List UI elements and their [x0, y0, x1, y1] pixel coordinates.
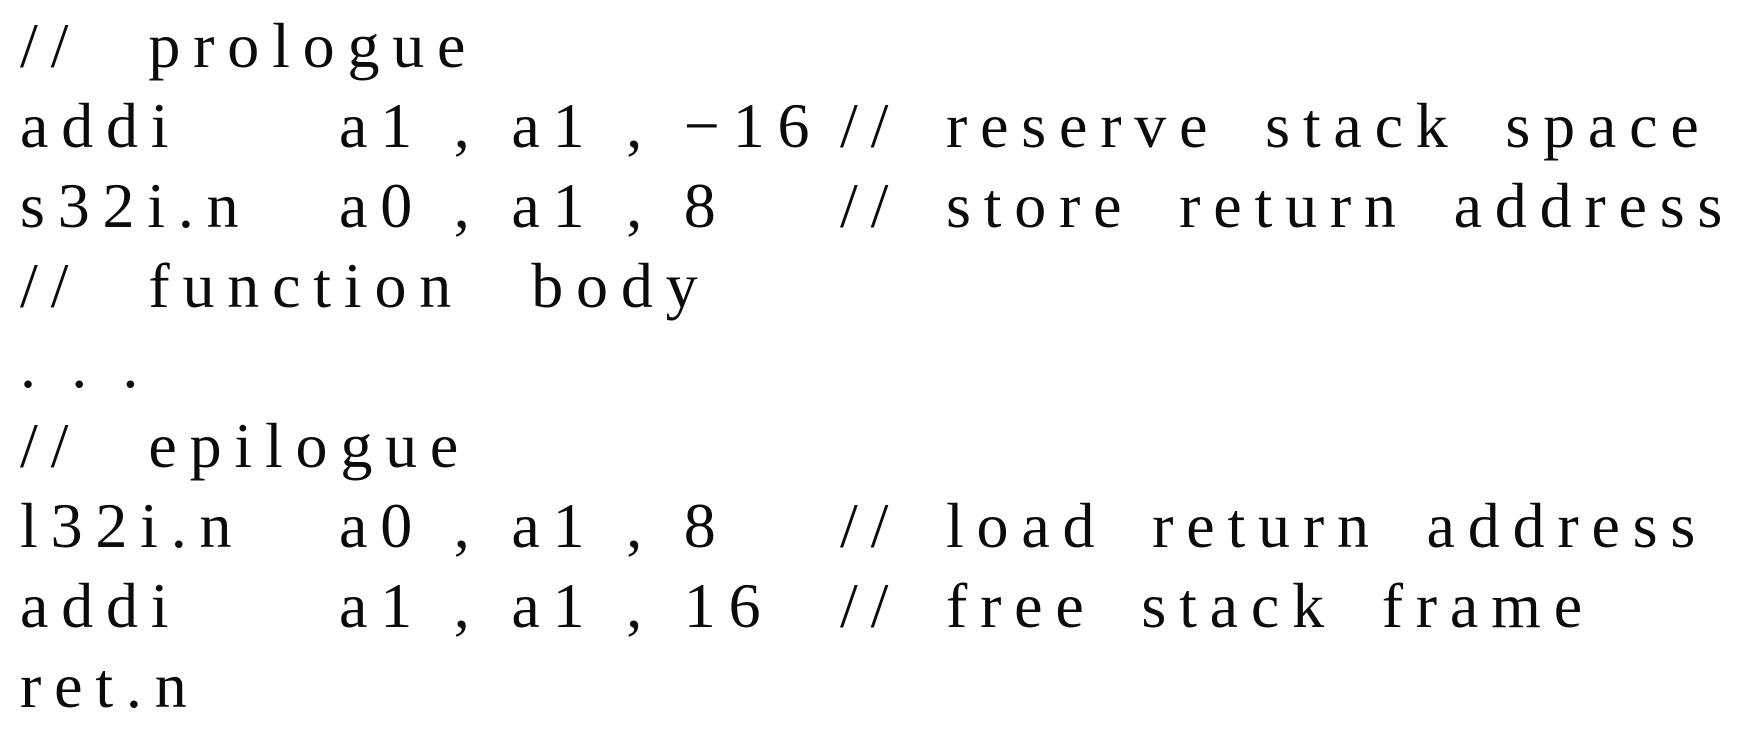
operands: a0 , a1 , 8 [339, 490, 729, 561]
code-line: // prologue [20, 6, 1748, 86]
opcode: addi [20, 570, 182, 641]
inline-comment: // store return address [840, 170, 1736, 241]
ellipsis-text: ... [20, 330, 174, 401]
opcode: ret.n [20, 650, 200, 721]
code-line: addi a1 , a1 , 16 // free stack frame [20, 566, 1748, 646]
opcode: s32i.n [20, 170, 252, 241]
opcode: l32i.n [20, 490, 245, 561]
comment-text: // epilogue [20, 410, 472, 481]
operands: a0 , a1 , 8 [339, 170, 729, 241]
code-line: // function body [20, 246, 1748, 326]
comment-text: // function body [20, 250, 711, 321]
opcode: addi [20, 90, 182, 161]
code-line: ret.n [20, 646, 1748, 726]
inline-comment: // load return address [840, 490, 1709, 561]
inline-comment: // reserve stack space [840, 90, 1712, 161]
inline-comment: // free stack frame [840, 570, 1595, 641]
operands: a1 , a1 , 16 [339, 570, 774, 641]
code-line: l32i.n a0 , a1 , 8 // load return addres… [20, 486, 1748, 566]
comment-text: // prologue [20, 10, 479, 81]
code-line: // epilogue [20, 406, 1748, 486]
code-line: s32i.n a0 , a1 , 8 // store return addre… [20, 166, 1748, 246]
code-line: ... [20, 326, 1748, 406]
operands: a1 , a1 , −16 [339, 90, 823, 161]
code-line: addi a1 , a1 , −16 // reserve stack spac… [20, 86, 1748, 166]
